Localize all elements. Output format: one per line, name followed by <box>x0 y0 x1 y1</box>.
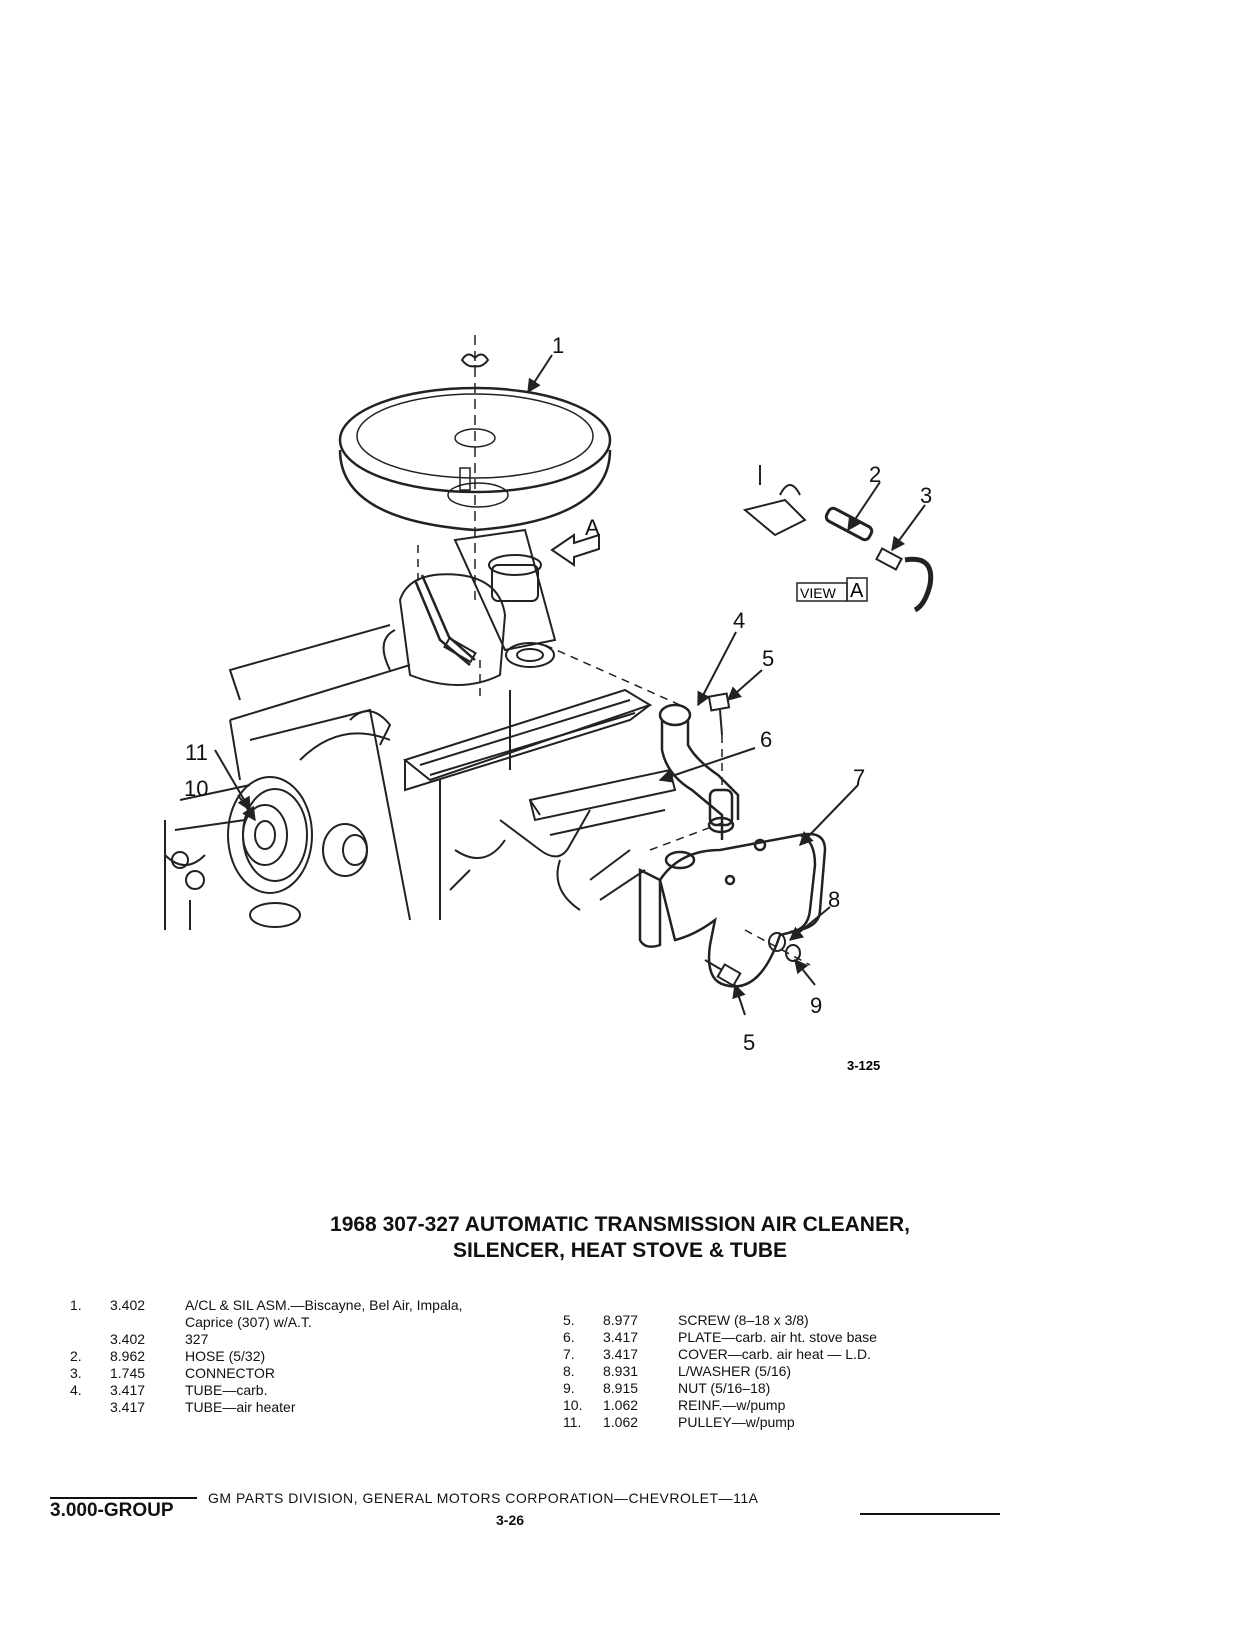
part-number: 10. <box>563 1397 583 1413</box>
part-group: 3.402 <box>110 1297 146 1313</box>
footer-group: 3.000-GROUP <box>50 1500 174 1521</box>
page-number: 3-26 <box>496 1512 525 1528</box>
callout-7: 7 <box>853 765 865 790</box>
part-group: 3.417 <box>110 1399 146 1415</box>
callout-4: 4 <box>733 608 745 633</box>
part-group: 8.962 <box>110 1348 146 1364</box>
callout-1: 1 <box>552 333 564 358</box>
part-description: TUBE—carb. <box>185 1382 268 1398</box>
footer-rule-right <box>860 1513 1000 1515</box>
page-title-line-1: 1968 307-327 AUTOMATIC TRANSMISSION AIR … <box>330 1213 910 1236</box>
air-cleaner-assembly <box>338 386 612 532</box>
engine-outline <box>228 573 653 921</box>
part-description: NUT (5/16–18) <box>678 1380 771 1396</box>
part-description: CONNECTOR <box>185 1365 275 1381</box>
part-group: 1.062 <box>603 1397 639 1413</box>
figure-number: 3-125 <box>847 1058 880 1073</box>
parts-list-right: 5. 8.977 SCREW (8–18 x 3/8) 6. 3.417 PLATE—c… <box>563 1312 963 1431</box>
callout-5-lower: 5 <box>743 1030 755 1055</box>
callout-11: 11 <box>185 740 208 765</box>
part-number: 5. <box>563 1312 575 1328</box>
part-number: 1. <box>70 1297 82 1313</box>
callout-2: 2 <box>869 462 881 487</box>
list-item: 9. 8.915 NUT (5/16–18) <box>563 1380 963 1397</box>
list-item: 7. 3.417 COVER—carb. air heat — L.D. <box>563 1346 963 1363</box>
stove-base-plate <box>528 768 677 836</box>
part-group: 3.417 <box>110 1382 146 1398</box>
part-description: PLATE—carb. air ht. stove base <box>678 1329 877 1345</box>
footer-text: GM PARTS DIVISION, GENERAL MOTORS CORPOR… <box>208 1490 759 1506</box>
part-description: A/CL & SIL ASM.—Biscayne, Bel Air, Impal… <box>185 1297 463 1313</box>
silencer <box>453 528 557 668</box>
page-title-line-2: SILENCER, HEAT STOVE & TUBE <box>452 1239 788 1262</box>
view-a-label: VIEW A <box>796 577 868 602</box>
callout-3: 3 <box>920 483 932 508</box>
part-group: 3.417 <box>603 1329 639 1345</box>
part-number: 9. <box>563 1380 575 1396</box>
list-item: 6. 3.417 PLATE—carb. air ht. stove base <box>563 1329 963 1346</box>
part-description: 327 <box>185 1331 209 1347</box>
part-group: 3.417 <box>603 1346 639 1362</box>
view-a-arrow <box>550 533 600 567</box>
list-item: 3.417 TUBE—air heater <box>70 1399 540 1416</box>
part-group: 1.062 <box>603 1414 639 1430</box>
part-number: 8. <box>563 1363 575 1379</box>
heat-stove-tube <box>658 703 740 840</box>
part-number: 4. <box>70 1382 82 1398</box>
part-description: TUBE—air heater <box>185 1399 296 1415</box>
water-pump-pulley <box>164 776 368 930</box>
list-item: 8. 8.931 L/WASHER (5/16) <box>563 1363 963 1380</box>
callout-8: 8 <box>828 887 840 912</box>
callout-10: 10 <box>184 776 208 801</box>
view-label-prefix: VIEW <box>800 585 837 601</box>
footer-rule-left <box>50 1497 197 1499</box>
part-description: PULLEY—w/pump <box>678 1414 795 1430</box>
view-a-detail <box>742 465 934 613</box>
parts-list-left: 1. 3.402 A/CL & SIL ASM.—Biscayne, Bel Air… <box>70 1297 540 1416</box>
part-group: 3.402 <box>110 1331 146 1347</box>
list-item: 2. 8.962 HOSE (5/32) <box>70 1348 540 1365</box>
part-number: 3. <box>70 1365 82 1381</box>
part-group: 1.745 <box>110 1365 146 1381</box>
list-item: 3.402 327 <box>70 1331 540 1348</box>
callout-9: 9 <box>810 993 822 1018</box>
list-item: 3. 1.745 CONNECTOR <box>70 1365 540 1382</box>
part-description: HOSE (5/32) <box>185 1348 266 1364</box>
list-item: 11. 1.062 PULLEY—w/pump <box>563 1414 963 1431</box>
part-description: REINF.—w/pump <box>678 1397 786 1413</box>
arrow-letter: A <box>585 515 600 540</box>
list-item: 10. 1.062 REINF.—w/pump <box>563 1397 963 1414</box>
list-item: 4. 3.417 TUBE—carb. <box>70 1382 540 1399</box>
part-description: SCREW (8–18 x 3/8) <box>678 1312 809 1328</box>
part-description: L/WASHER (5/16) <box>678 1363 792 1379</box>
part-number: 7. <box>563 1346 575 1362</box>
part-group: 8.915 <box>603 1380 639 1396</box>
part-group: 8.977 <box>603 1312 639 1328</box>
part-group: 8.931 <box>603 1363 639 1379</box>
view-label-letter: A <box>850 580 864 602</box>
part-description: COVER—carb. air heat — L.D. <box>678 1346 871 1362</box>
part-number: 11. <box>563 1414 582 1430</box>
fasteners <box>704 692 801 987</box>
callout-5: 5 <box>762 646 774 671</box>
list-item: 5. 8.977 SCREW (8–18 x 3/8) <box>563 1312 963 1329</box>
callout-6: 6 <box>760 727 772 752</box>
part-description: Caprice (307) w/A.T. <box>185 1314 312 1330</box>
part-number: 6. <box>563 1329 575 1345</box>
part-number: 2. <box>70 1348 82 1364</box>
list-item: Caprice (307) w/A.T. <box>70 1314 540 1331</box>
list-item: 1. 3.402 A/CL & SIL ASM.—Biscayne, Bel Air… <box>70 1297 540 1314</box>
